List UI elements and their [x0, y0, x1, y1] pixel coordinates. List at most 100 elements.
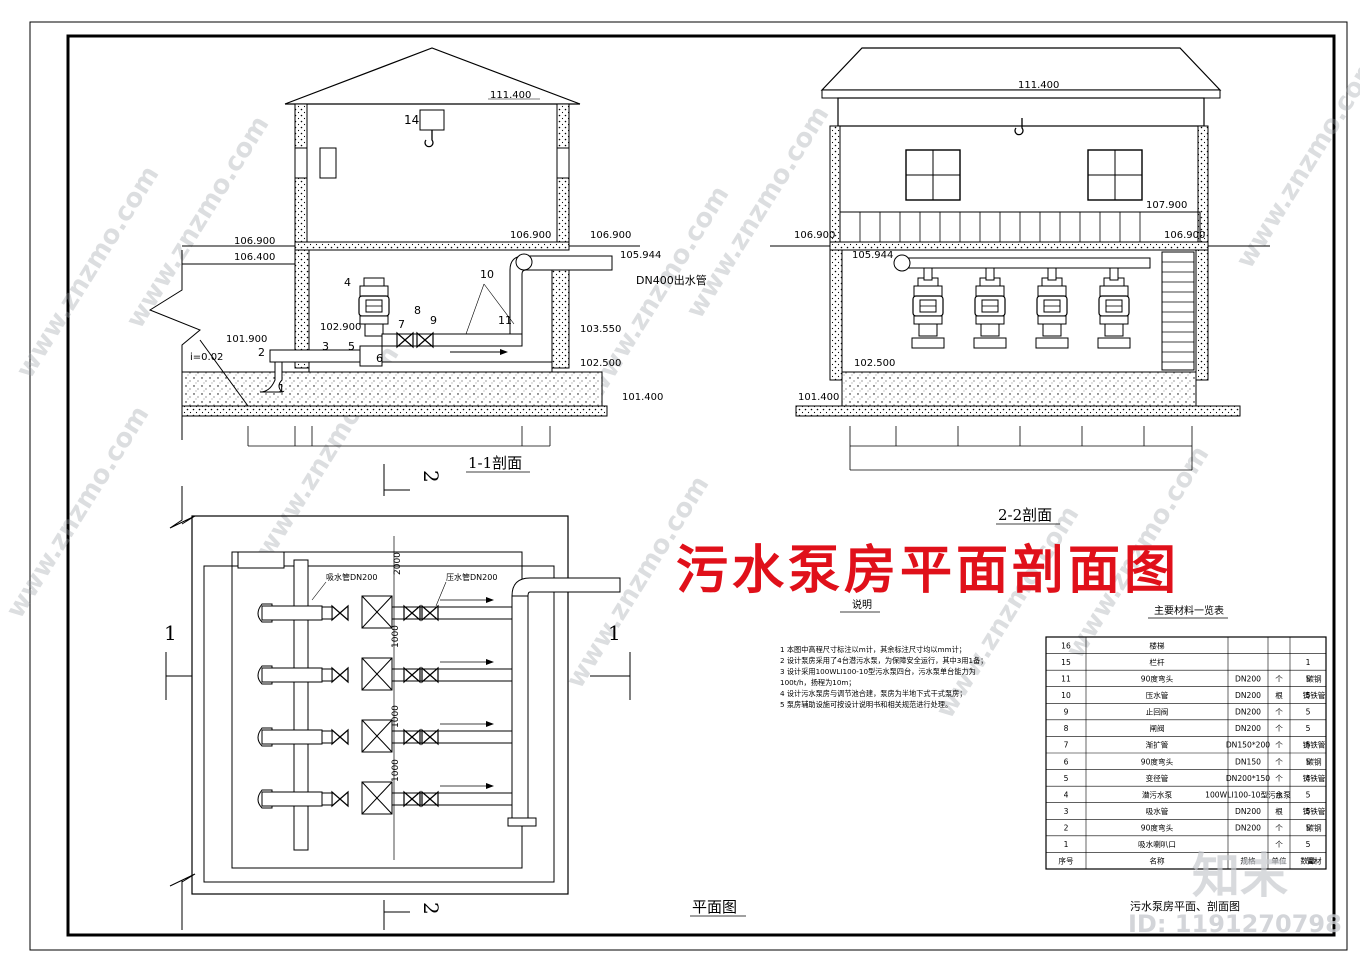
table-cell: 5 — [1306, 691, 1311, 700]
elevation-label: 106.900 — [794, 230, 835, 241]
table-header-cell: 规格 — [1240, 856, 1256, 866]
table-cell: 根 — [1275, 806, 1283, 816]
dimension-label: 1000 — [391, 759, 401, 782]
watermark-text: www.znzmo.com — [10, 161, 165, 384]
table-cell: 台 — [1275, 789, 1283, 799]
elevation-label: 106.900 — [510, 230, 551, 241]
table-cell: 5 — [1064, 774, 1069, 783]
callout: 14 — [404, 113, 419, 127]
table-cell: 碳钢 — [1306, 673, 1322, 683]
table-cell: 碳钢 — [1306, 756, 1322, 766]
callout: 3 — [322, 340, 329, 353]
table-cell: 个 — [1275, 757, 1283, 766]
elevation-label: 101.400 — [798, 392, 839, 403]
table-cell: DN150 — [1235, 757, 1261, 766]
table-cell: 碳钢 — [1306, 823, 1322, 833]
callout: 9 — [430, 314, 437, 327]
table-cell: 5 — [1306, 674, 1311, 683]
discharge-label: 压水管DN200 — [446, 572, 497, 582]
table-cell: 5 — [1306, 708, 1311, 717]
table-cell: 7 — [1064, 741, 1069, 750]
table-cell: 吸水管 — [1146, 806, 1169, 816]
slope-label: i=0.02 — [190, 352, 223, 363]
table-cell: 90度弯头 — [1141, 823, 1174, 833]
cut-label: 1 — [164, 621, 177, 645]
table-cell: 止回阀 — [1146, 707, 1169, 717]
materials-header: 主要材料一览表 — [1154, 604, 1224, 617]
table-cell: DN150*200 — [1226, 741, 1270, 750]
table-cell: 栏杆 — [1149, 657, 1165, 667]
table-cell: 个 — [1275, 741, 1283, 750]
table-header-cell: 序号 — [1058, 856, 1074, 866]
elevation-label: 105.944 — [852, 250, 893, 261]
table-cell: 4 — [1306, 774, 1311, 783]
cut-label: 1 — [608, 621, 621, 645]
table-cell: 个 — [1275, 674, 1283, 683]
note-line: 4 设计污水泵房与调节池合建，泵房为半地下式干式泵房； — [780, 689, 967, 698]
elevation-label: 107.900 — [1146, 200, 1187, 211]
table-header-cell: 管材 — [1306, 856, 1322, 866]
table-cell: 个 — [1275, 708, 1283, 717]
cut-label: 2 — [419, 902, 443, 915]
table-cell: 11 — [1061, 674, 1071, 683]
plan-view: 1 1 2 2 吸水管DN200 压水管DN200 2000 1000 1000… — [164, 464, 746, 930]
table-cell: 个 — [1275, 724, 1283, 733]
table-cell: DN200 — [1235, 691, 1261, 700]
table-cell: DN200 — [1235, 807, 1261, 816]
watermark-text: www.znzmo.com — [0, 401, 155, 624]
elevation-label: 101.900 — [226, 334, 267, 345]
elevation-label: 106.900 — [590, 230, 631, 241]
watermark-text: www.znzmo.com — [1230, 51, 1360, 274]
table-cell: 铸铁管 — [1303, 690, 1326, 700]
elevation-label: 101.400 — [622, 392, 663, 403]
table-cell: 5 — [1306, 741, 1311, 750]
section-1-1: 111.400 106.900 106.400 101.900 102.900 … — [148, 47, 707, 473]
table-cell: 楼梯 — [1149, 640, 1165, 650]
table-header-cell: 数量 — [1300, 856, 1316, 866]
section-title-1-1: 1-1剖面 — [468, 454, 522, 472]
callout: 11 — [498, 314, 512, 327]
callout: 5 — [348, 340, 355, 353]
watermark-logo: 知末 — [1192, 848, 1288, 904]
table-header-cell: 单位 — [1271, 856, 1287, 866]
table-cell: 铸铁管 — [1303, 806, 1326, 816]
section-title-2-2: 2-2剖面 — [998, 506, 1052, 524]
table-cell: 变径管 — [1146, 773, 1169, 783]
table-cell: 吸水喇叭口 — [1138, 839, 1176, 849]
table-cell: 3 — [1064, 807, 1069, 816]
note-line: 3 设计采用100WLI100-10型污水泵四台，污水泵单台能力为 — [780, 667, 976, 676]
table-cell: 5 — [1306, 807, 1311, 816]
elevation-label: 111.400 — [1018, 80, 1059, 91]
table-cell: DN200 — [1235, 724, 1261, 733]
table-cell: 15 — [1061, 658, 1071, 667]
table-cell: 90度弯头 — [1141, 756, 1174, 766]
notes-block: 说明 1 本图中高程尺寸标注以m计，其余标注尺寸均以mm计； 2 设计泵房采用了… — [780, 598, 987, 709]
table-cell: 压水管 — [1146, 690, 1169, 700]
callout: 8 — [414, 304, 421, 317]
callout: 1 — [278, 382, 285, 395]
table-cell: DN200 — [1235, 674, 1261, 683]
callout: 2 — [258, 346, 265, 359]
outlet-pipe-label: DN400出水管 — [636, 273, 707, 287]
sheet-caption: 污水泵房平面、剖面图 — [1130, 899, 1240, 913]
note-line: 1 本图中高程尺寸标注以m计，其余标注尺寸均以mm计； — [780, 645, 966, 654]
section-title-plan: 平面图 — [692, 898, 737, 916]
watermark-id: ID: 1191270798 — [1128, 910, 1342, 938]
callout: 7 — [398, 318, 405, 331]
table-cell: 10 — [1061, 691, 1071, 700]
table-header-cell: 名称 — [1149, 856, 1165, 866]
callout: 6 — [376, 352, 383, 365]
table-cell: 铸铁管 — [1303, 773, 1326, 783]
table-cell: 5 — [1306, 790, 1311, 799]
table-cell: 潜污水泵 — [1142, 789, 1173, 799]
elevation-label: 111.400 — [490, 90, 531, 101]
table-cell: 90度弯头 — [1141, 673, 1174, 683]
elevation-label: 102.900 — [320, 322, 361, 333]
note-line: 2 设计泵房采用了4台潜污水泵，为保障安全运行，其中3用1备； — [780, 656, 987, 665]
table-cell: 个 — [1275, 840, 1283, 849]
table-cell: 个 — [1275, 774, 1283, 783]
suction-label: 吸水管DN200 — [326, 572, 377, 582]
table-cell: DN200*150 — [1226, 774, 1270, 783]
table-cell: 铸铁管 — [1303, 740, 1326, 750]
table-cell: 8 — [1064, 724, 1069, 733]
